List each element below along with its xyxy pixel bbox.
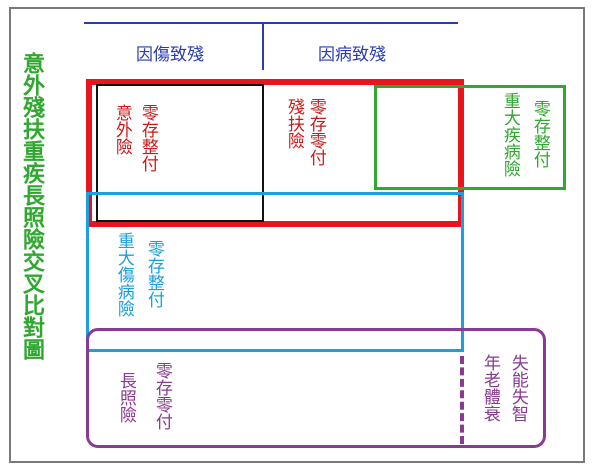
header-accident-cause: 因傷致殘: [136, 45, 204, 65]
major-injury-box: [86, 192, 464, 352]
header-line: [84, 22, 458, 24]
long-term-care-name: 長照險: [115, 372, 136, 423]
diagram-title: 意外殘扶重疾長照險交叉比對圖: [19, 52, 44, 360]
accident-insurance-payout: 零存整付: [137, 104, 158, 172]
critical-illness-box: [374, 85, 566, 190]
diagram-frame: [9, 7, 585, 463]
disability-dementia-label: 失能失智: [507, 354, 528, 422]
accident-insurance-name: 意外險: [111, 104, 132, 155]
disability-insurance-name: 殘扶險: [283, 98, 304, 149]
header-divider: [262, 22, 264, 70]
disability-insurance-payout: 零存零付: [305, 98, 326, 166]
major-injury-name: 重大傷病險: [113, 232, 134, 317]
accident-disability-box: [86, 79, 464, 227]
critical-illness-name: 重大疾病險: [499, 92, 520, 177]
long-term-care-payout: 零存零付: [151, 362, 172, 430]
aging-frailty-label: 年老體衰: [479, 354, 500, 422]
critical-illness-payout: 零存整付: [529, 100, 550, 168]
major-injury-payout: 零存整付: [143, 240, 164, 308]
accident-insurance-box: [96, 84, 264, 222]
long-term-care-box: [86, 328, 546, 448]
long-term-care-dashed-divider: [460, 356, 464, 444]
header-illness-cause: 因病致殘: [318, 45, 386, 65]
